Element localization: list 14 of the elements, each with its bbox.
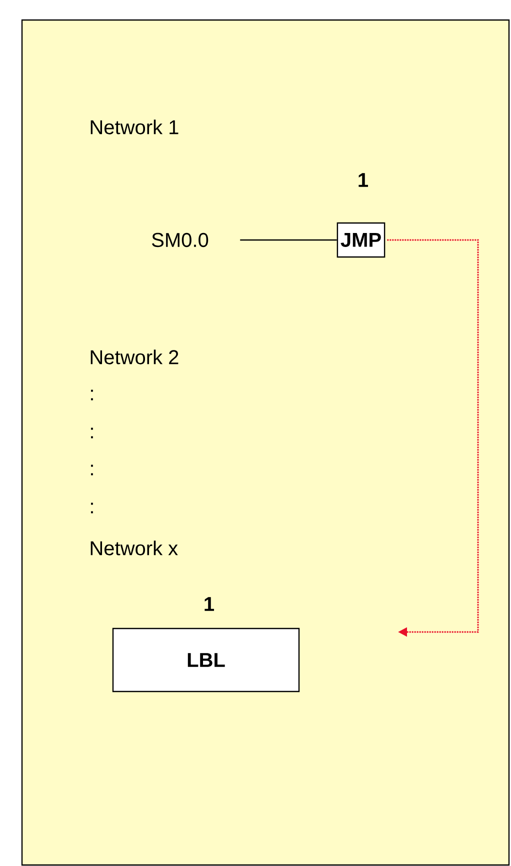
instruction-box: LBL [112,628,300,692]
network-label: : [91,502,93,514]
network-label: : [91,464,93,476]
network-label: : [91,390,93,400]
network-label: Network 1 [90,120,178,134]
network-label: Network x [90,540,178,556]
network-label: : [91,428,93,438]
number-label: 1 [204,597,214,611]
number-label: 1 [358,173,368,187]
instruction-box: JMP [336,222,386,258]
contact-label: SM0.0 [152,232,208,248]
jump-arrow [387,239,479,637]
connection-line [240,239,337,241]
network-label: Network 2 [90,350,178,364]
